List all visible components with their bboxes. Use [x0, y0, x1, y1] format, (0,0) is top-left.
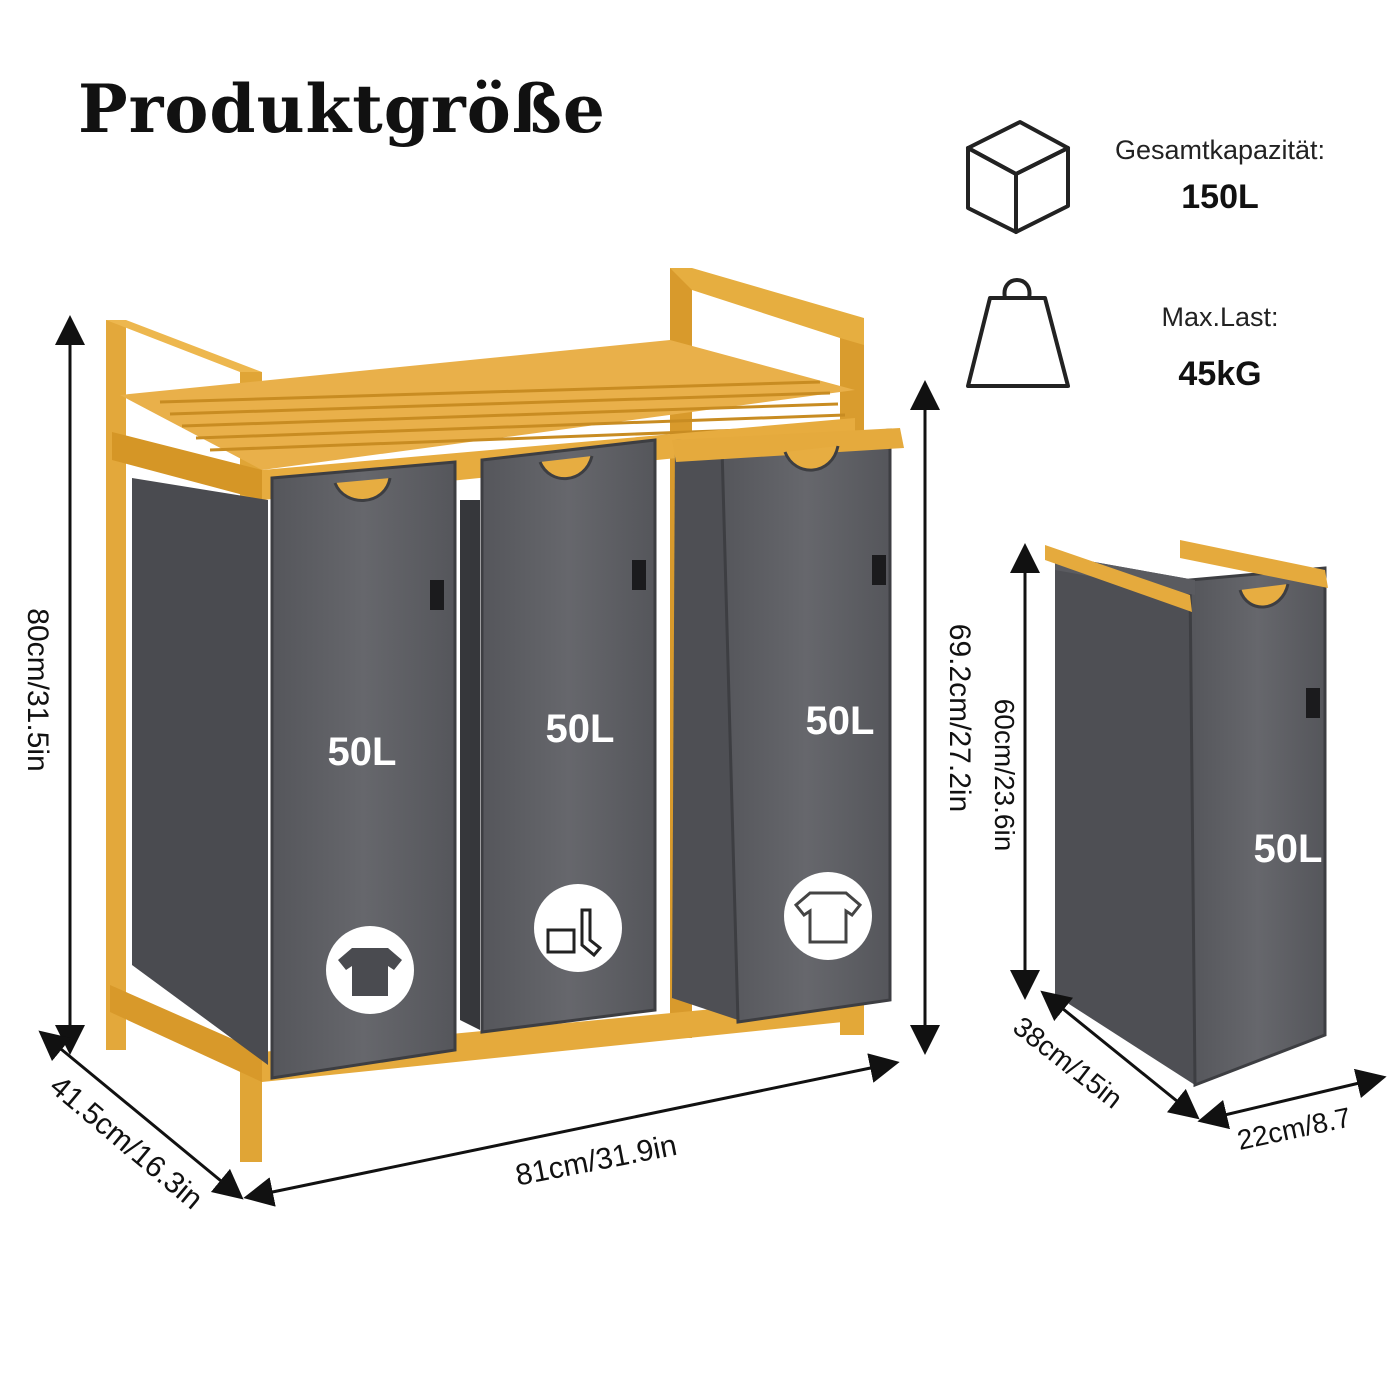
capacity-value: 150L: [1181, 178, 1259, 216]
single-width-arrow: [1197, 1068, 1387, 1130]
bag-1-volume: 50L: [328, 730, 397, 774]
bag-3-volume: 50L: [806, 699, 875, 743]
bag-1: 50L: [270, 460, 457, 1080]
cube-icon: [966, 120, 1070, 234]
max-load-value: 45kG: [1178, 355, 1262, 393]
underwear-socks-icon: [534, 884, 622, 972]
bag-3: 50L: [672, 428, 904, 1024]
single-depth-arrow: [1040, 990, 1200, 1120]
single-height-dimension: 60cm/23.6in: [989, 699, 1020, 852]
capacity-label: Gesamtkapazität:: [1114, 135, 1326, 165]
single-bag-volume: 50L: [1254, 827, 1323, 871]
bag-2-volume: 50L: [546, 707, 615, 751]
page-title: Produktgröße: [78, 70, 606, 148]
height-dimension: 80cm/31.5in: [21, 608, 54, 771]
depth-arrow: [38, 1030, 244, 1200]
back-bag: [132, 478, 268, 1065]
single-bag: 50L: [1045, 540, 1328, 1088]
weight-icon: [966, 278, 1070, 388]
bag-height-dimension: 69.2cm/27.2in: [943, 624, 976, 812]
max-load-label: Max.Last:: [1161, 302, 1279, 332]
depth-dimension: 41.5cm/16.3in: [43, 1070, 209, 1216]
width-arrow: [243, 1053, 900, 1207]
bag-2: 50L: [460, 438, 657, 1034]
